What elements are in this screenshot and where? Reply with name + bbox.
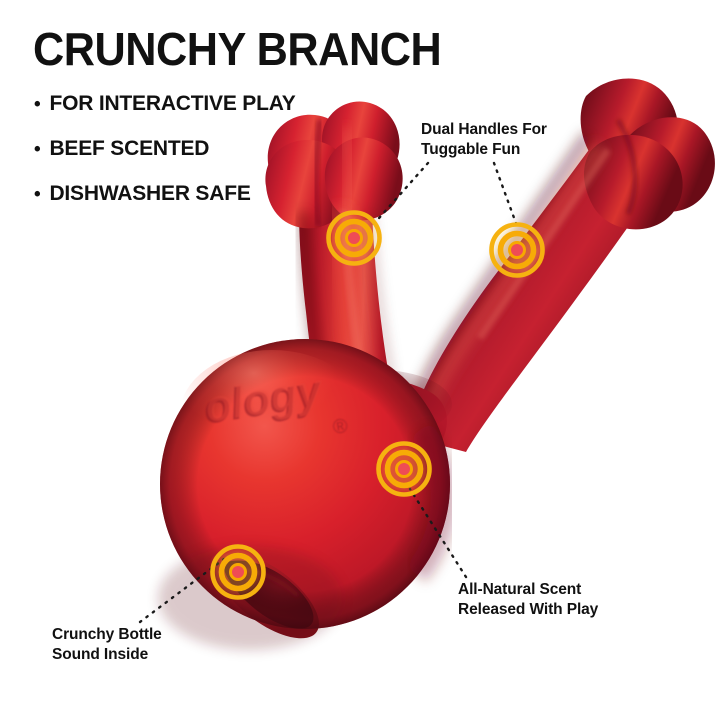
leader-line-sound — [138, 557, 226, 624]
marker-ball-sound — [209, 543, 267, 601]
feature-label: BEEF SCENTED — [49, 137, 210, 160]
product-ball: ology ology ® — [158, 339, 457, 650]
leader-line-scent — [408, 487, 468, 579]
feature-label: FOR INTERACTIVE PLAY — [49, 92, 296, 115]
marker-left-handle — [325, 209, 383, 267]
bullet-icon: • — [34, 184, 41, 205]
feature-list: • FOR INTERACTIVE PLAY • BEEF SCENTED • … — [34, 92, 296, 227]
svg-text:ology: ology — [200, 367, 326, 434]
marker-right-handle — [488, 221, 546, 279]
marker-ball-scent — [375, 440, 433, 498]
bottle-opening — [210, 553, 319, 639]
callout-dual-handles: Dual Handles For Tuggable Fun — [421, 121, 547, 158]
bullet-icon: • — [34, 94, 41, 115]
svg-text:ology: ology — [202, 365, 328, 432]
svg-text:®: ® — [331, 415, 349, 439]
leader-line-left-handle — [370, 161, 430, 228]
list-item: • DISHWASHER SAFE — [34, 182, 296, 207]
embossed-brand-logo: ology ology ® — [200, 365, 350, 439]
leader-line-right-handle — [492, 161, 519, 228]
page-title: CRUNCHY BRANCH — [33, 23, 442, 75]
bullet-icon: • — [34, 139, 41, 160]
feature-label: DISHWASHER SAFE — [49, 182, 251, 205]
callout-crunchy-bottle-sound: Crunchy Bottle Sound Inside — [52, 626, 162, 663]
list-item: • BEEF SCENTED — [34, 137, 296, 162]
callout-all-natural-scent: All-Natural Scent Released With Play — [458, 581, 599, 618]
list-item: • FOR INTERACTIVE PLAY — [34, 92, 296, 117]
